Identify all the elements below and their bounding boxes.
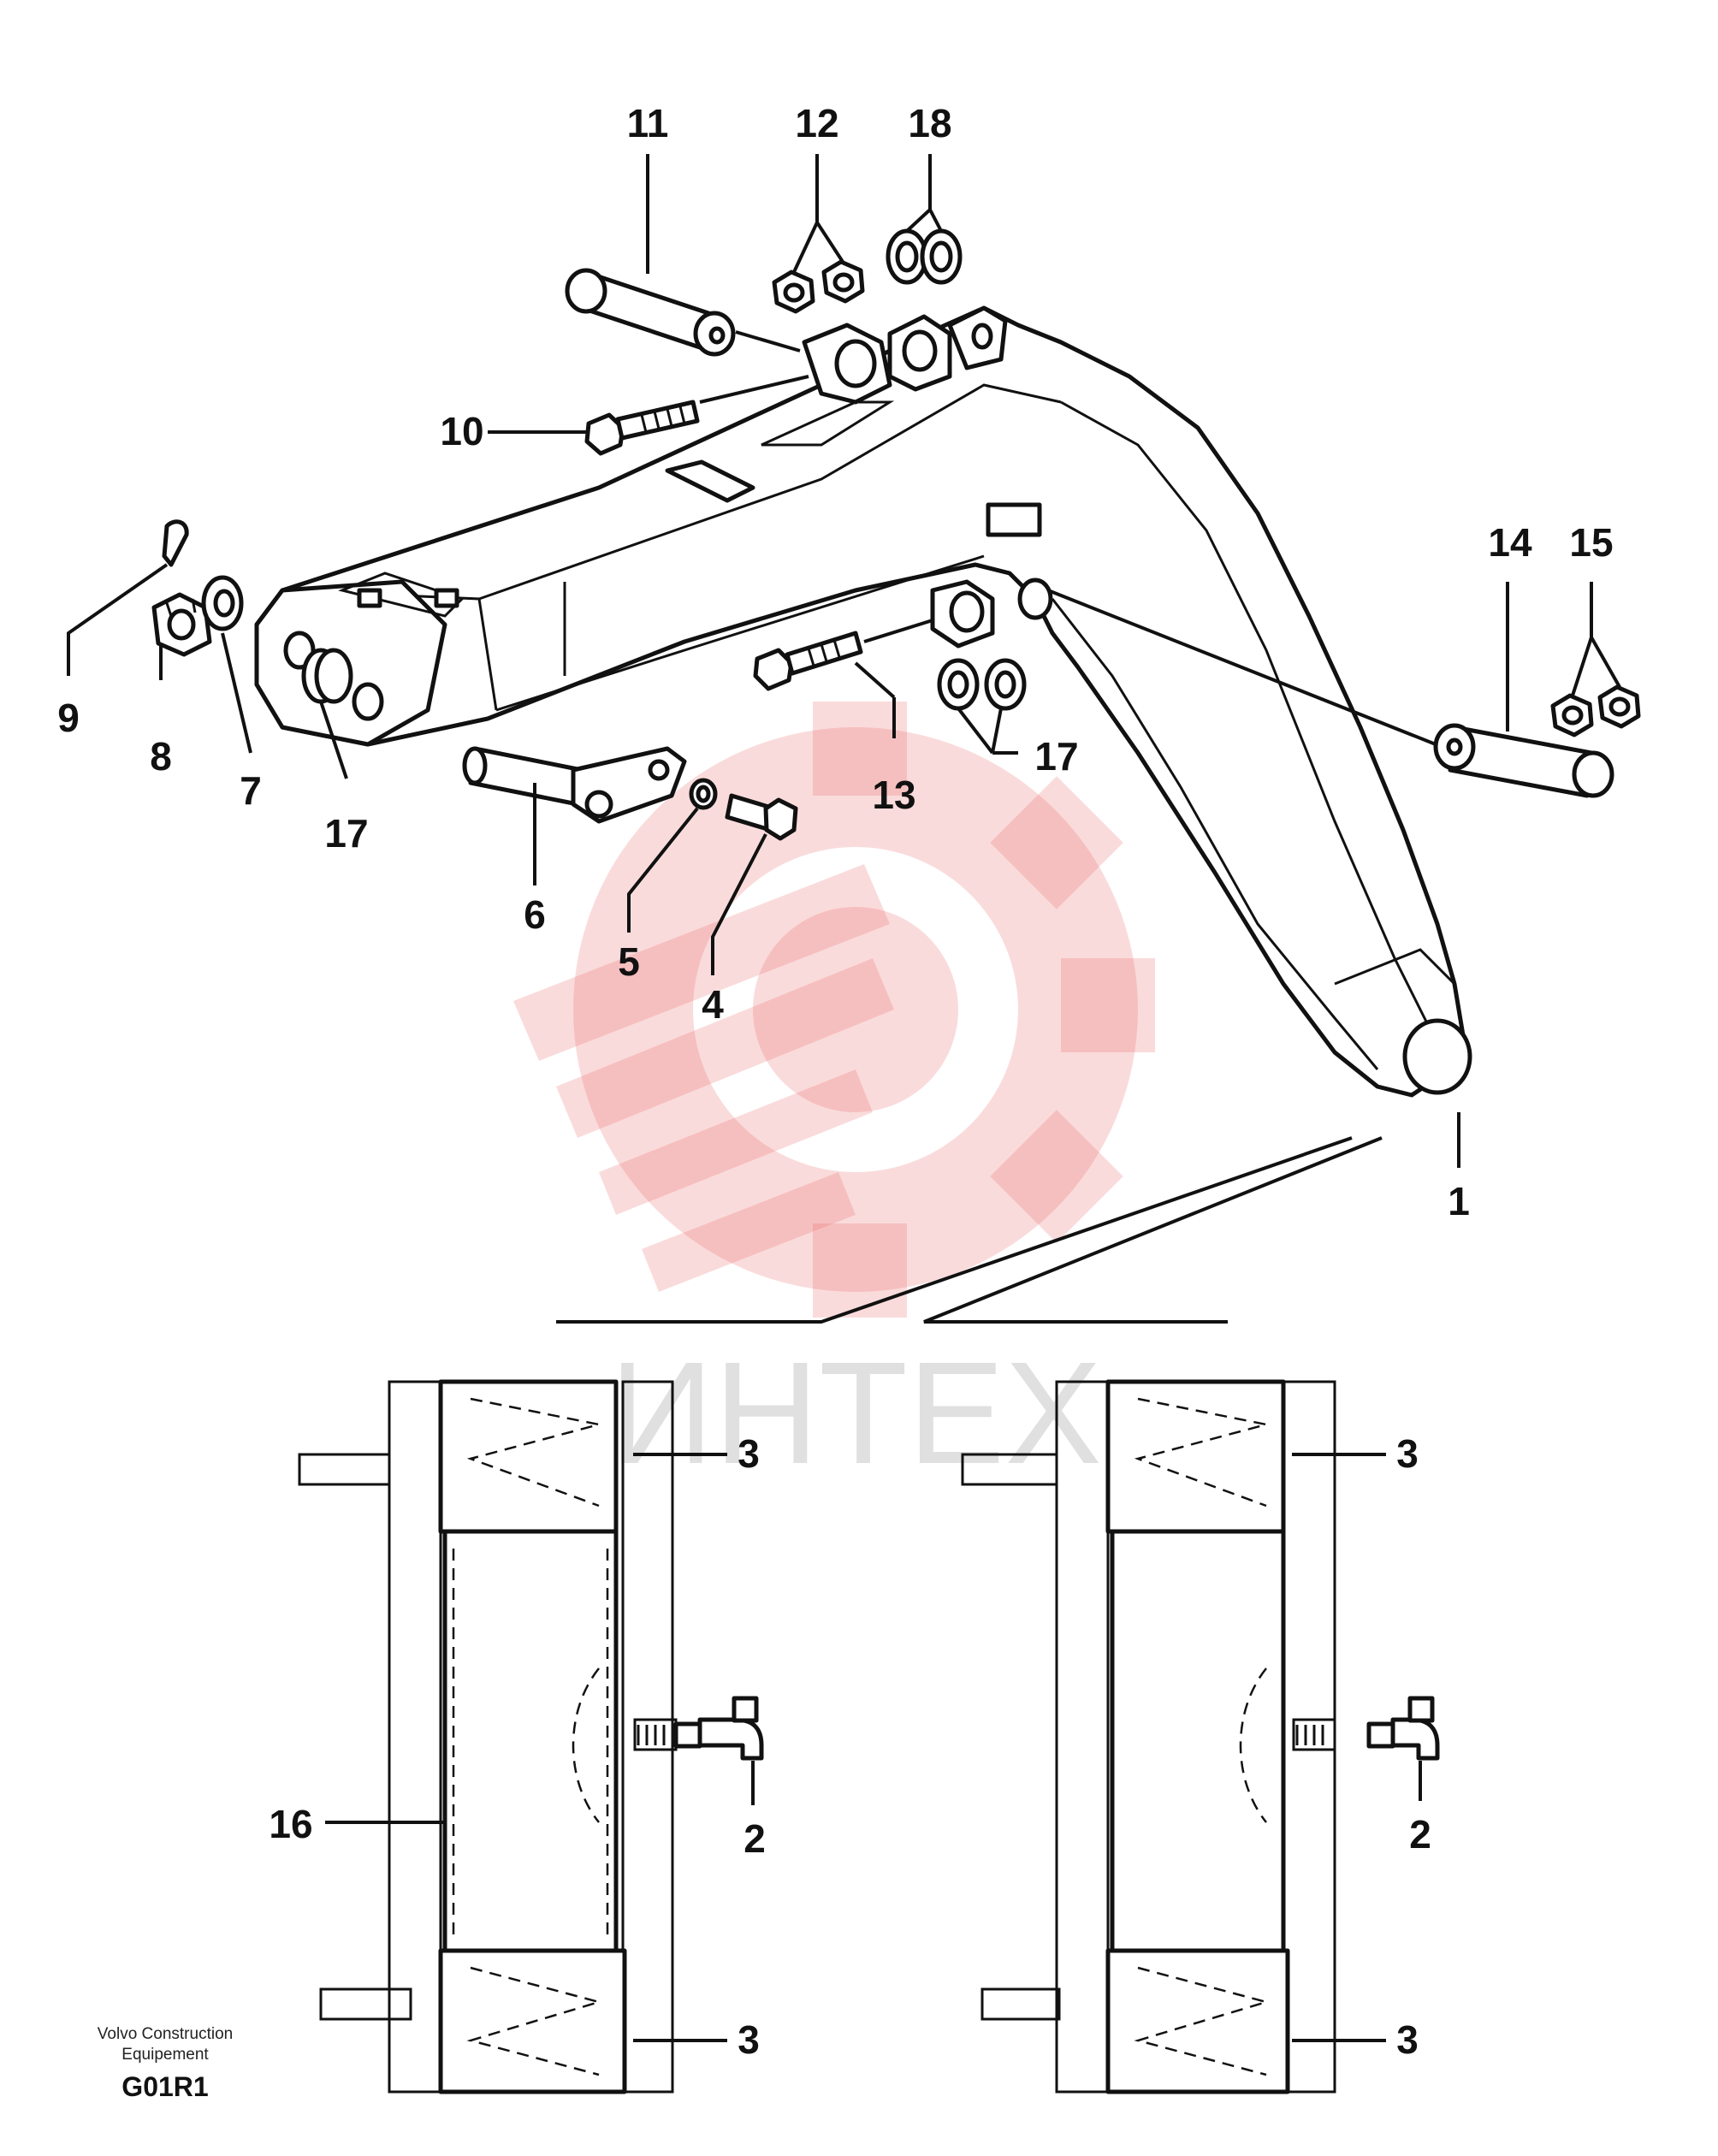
watermark-text: ИНТЕХ (609, 1332, 1102, 1495)
label-2-left: 2 (743, 1816, 766, 1861)
label-6: 6 (524, 892, 546, 937)
label-3-right-bottom: 3 (1396, 2017, 1419, 2062)
label-13: 13 (872, 773, 915, 817)
label-5: 5 (618, 939, 640, 984)
label-9: 9 (57, 696, 80, 740)
label-12: 12 (795, 101, 838, 145)
label-17-right: 17 (1034, 734, 1078, 779)
bolt-13 (753, 631, 863, 691)
castle-nut-8 (151, 592, 212, 657)
nuts-12 (772, 259, 865, 314)
pin-11 (565, 268, 736, 357)
split-pin-9 (162, 519, 189, 567)
label-3-right-top: 3 (1396, 1431, 1419, 1476)
label-14: 14 (1488, 520, 1532, 565)
label-18: 18 (908, 101, 951, 145)
label-17-left: 17 (324, 811, 368, 856)
bolt-10 (584, 400, 700, 456)
label-2-right: 2 (1409, 1812, 1431, 1857)
washers-18 (886, 228, 963, 285)
pin-14 (1433, 723, 1614, 798)
label-11: 11 (627, 101, 669, 145)
label-3-left-bottom: 3 (738, 2017, 760, 2062)
footer-code: G01R1 (121, 2071, 208, 2102)
bolt-4 (725, 793, 798, 841)
footer-line-2: Equipement (121, 2046, 209, 2064)
label-16: 16 (269, 1802, 312, 1846)
callout-labels: 11 12 18 10 14 15 9 8 7 17 13 17 6 5 4 1… (57, 101, 1613, 2062)
label-10: 10 (440, 409, 483, 453)
footer-line-1: Volvo Construction (98, 2025, 233, 2043)
washer-7 (201, 575, 244, 631)
washers-17-right (937, 658, 1027, 711)
section-view-left (298, 1379, 764, 2094)
label-1: 1 (1448, 1179, 1470, 1223)
label-15: 15 (1569, 520, 1613, 565)
label-4: 4 (702, 982, 724, 1027)
nuts-15 (1550, 684, 1641, 737)
watermark-gear-icon (513, 702, 1155, 1318)
leader-lines-top (67, 154, 1621, 1324)
section-view-right (961, 1379, 1440, 2094)
washer-5 (689, 778, 718, 810)
label-3-left-top: 3 (738, 1431, 760, 1476)
label-8: 8 (150, 734, 172, 779)
pin-6 (462, 746, 687, 824)
boom-drawing (254, 305, 1472, 1098)
label-7: 7 (240, 768, 262, 813)
footer: Volvo Construction Equipement G01R1 (98, 2025, 233, 2102)
